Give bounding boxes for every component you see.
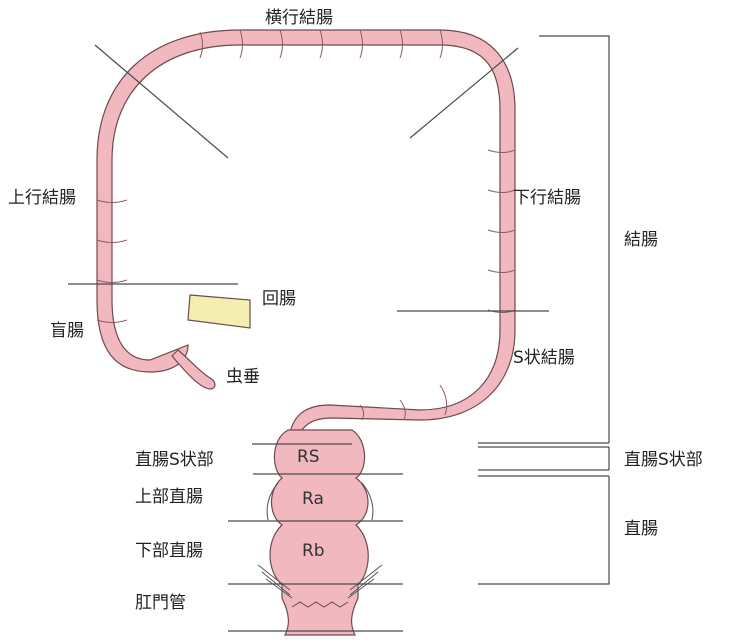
- appendix-shape: [172, 350, 215, 389]
- label-rectosigmoid-right: 直腸S状部: [624, 452, 703, 469]
- segment-ra: Ra: [302, 491, 324, 508]
- segment-rb: Rb: [302, 543, 325, 560]
- label-sigmoid-colon: S状結腸: [513, 350, 575, 367]
- label-cecum: 盲腸: [50, 323, 84, 340]
- segment-rs: RS: [297, 449, 320, 466]
- label-upper-rectum: 上部直腸: [135, 489, 203, 506]
- label-ascending-colon: 上行結腸: [8, 190, 76, 207]
- label-ileum: 回腸: [262, 291, 296, 308]
- colon-body: [97, 30, 515, 445]
- ileum-shape: [188, 295, 250, 328]
- label-transverse-colon: 横行結腸: [265, 10, 333, 27]
- label-appendix: 虫垂: [226, 369, 260, 386]
- label-descending-colon: 下行結腸: [513, 190, 581, 207]
- label-colon: 結腸: [624, 232, 658, 249]
- label-anal-canal: 肛門管: [135, 595, 186, 612]
- label-lower-rectum: 下部直腸: [135, 543, 203, 560]
- label-rectosigmoid: 直腸S状部: [135, 452, 214, 469]
- label-rectum: 直腸: [624, 521, 658, 538]
